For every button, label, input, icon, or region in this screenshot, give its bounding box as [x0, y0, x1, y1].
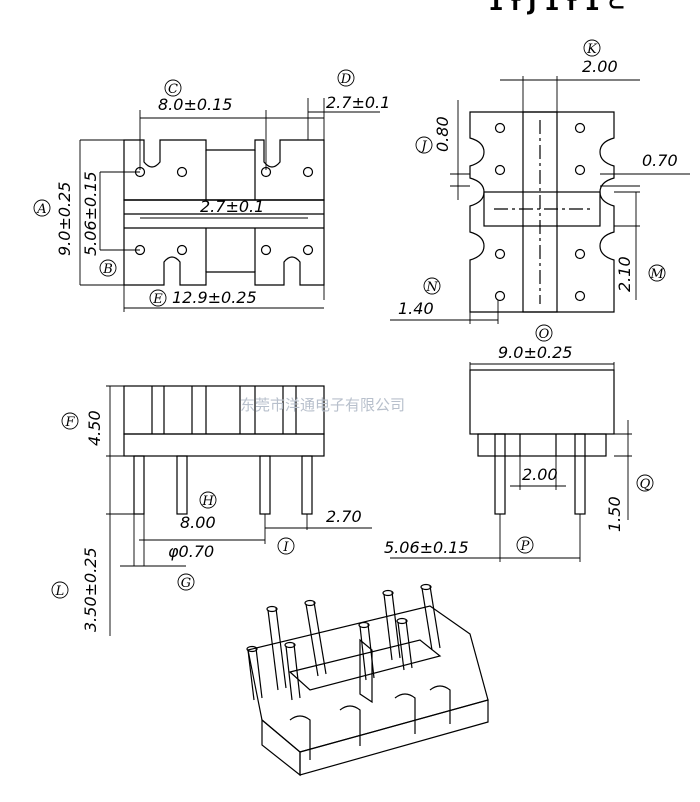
side-view [469, 369, 615, 515]
marker-a: A [36, 202, 46, 217]
top-view-outline [123, 139, 325, 201]
bottom-view [469, 111, 615, 313]
dim-q-label: 1.50 [605, 496, 624, 532]
marker-g: G [181, 576, 191, 591]
marker-j: J [418, 139, 427, 154]
marker-p: P [520, 539, 530, 554]
dim-l-label: 3.50±0.25 [81, 547, 100, 632]
dim-f-label: 4.50 [85, 410, 104, 446]
dim-m-label: 2.10 [615, 256, 634, 292]
dim-o-label: 9.0±0.25 [498, 343, 572, 362]
front-view [123, 385, 325, 515]
dim-j-label: 0.80 [433, 116, 452, 152]
marker-m: M [649, 267, 664, 282]
dim-n-label: 1.40 [398, 299, 434, 318]
marker-n: N [425, 280, 438, 295]
dim-c-label: 8.0±0.15 [158, 95, 232, 114]
marker-o: O [539, 327, 550, 342]
marker-d: D [340, 72, 352, 87]
marker-circles [33, 39, 666, 599]
dim-d-label: 2.7±0.1 [326, 93, 390, 112]
dim-h-label: 8.00 [180, 513, 216, 532]
marker-k: K [586, 42, 598, 57]
marker-i: I [282, 540, 289, 555]
dim-e-label: 12.9±0.25 [172, 288, 257, 307]
top-view-dimension-lines [79, 98, 380, 312]
marker-f: F [64, 415, 75, 430]
dim-a-label: 9.0±0.25 [55, 182, 74, 256]
front-view-dimension-lines [106, 385, 372, 636]
watermark-text: 东莞市洋通电子有限公司 [240, 396, 405, 414]
side-view-dimension-lines [390, 362, 632, 562]
marker-c: C [168, 82, 178, 97]
marker-l: L [55, 584, 65, 599]
header-fragment: 1 f J 1 f 1 ⊂ [488, 0, 626, 16]
marker-q: Q [640, 477, 651, 492]
dim-d-inner-label: 2.7±0.1 [200, 197, 264, 216]
bottom-view-outline [469, 111, 615, 313]
dim-g-label: φ0.70 [168, 542, 214, 561]
isometric-view [246, 583, 489, 777]
dim-p-label: 5.06±0.15 [384, 538, 469, 557]
dim-p-inner-label: 2.00 [522, 465, 558, 484]
marker-e: E [152, 292, 163, 307]
dim-b-label: 5.06±0.15 [81, 171, 100, 256]
bottom-view-dimension-lines [390, 76, 690, 324]
marker-h: H [201, 494, 214, 509]
dim-i-label: 2.70 [326, 507, 362, 526]
dim-side-right-label: 0.70 [642, 151, 678, 170]
dim-k-label: 2.00 [582, 57, 618, 76]
marker-b: B [102, 262, 113, 277]
